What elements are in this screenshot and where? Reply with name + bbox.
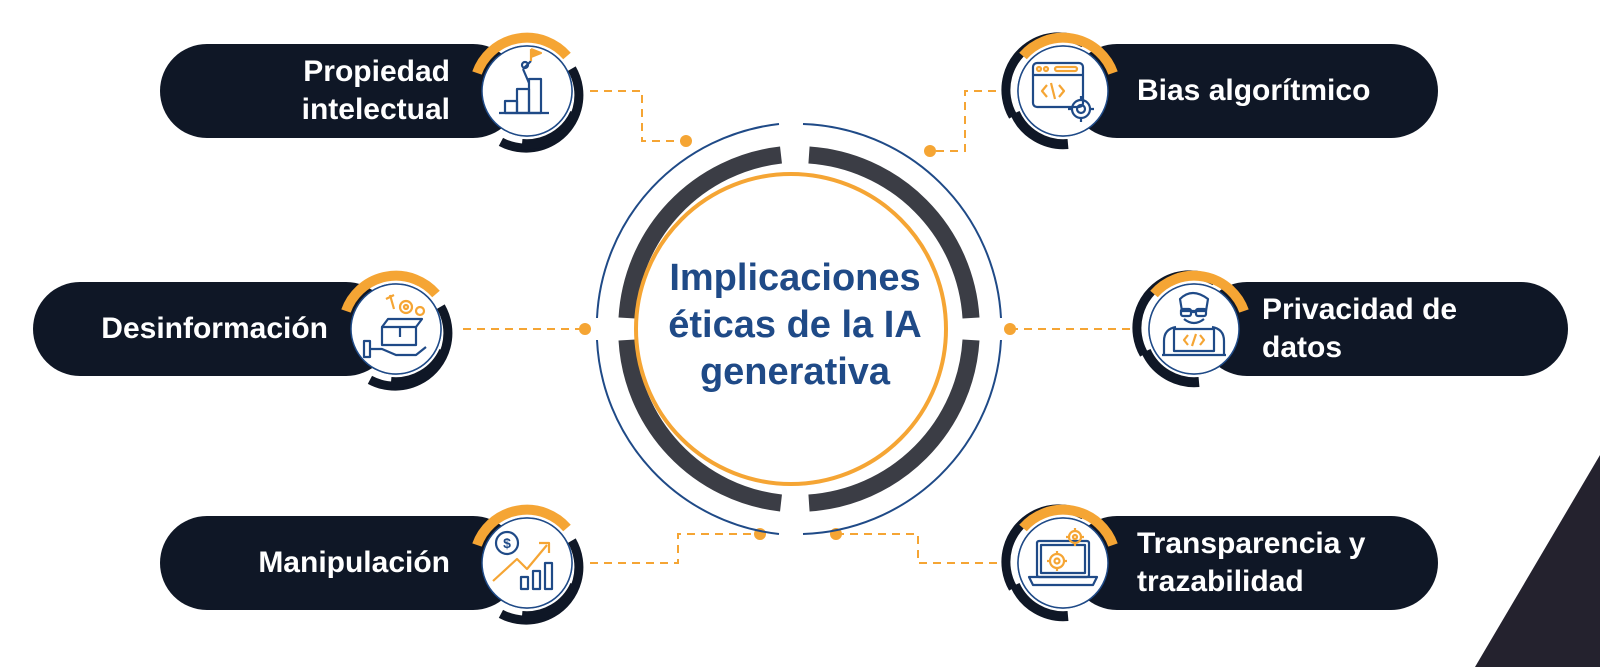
item-bias-pill: Bias algorítmico <box>1070 44 1438 138</box>
item-privacidad-line-2: datos <box>1262 331 1343 364</box>
connector-transparencia <box>836 533 1010 564</box>
center-title-line-3: generativa <box>699 351 891 393</box>
item-transparencia-pill: Transparencia y trazabilidad <box>1070 516 1438 610</box>
corner-decoration <box>1475 455 1600 667</box>
item-transparencia-line-1: Transparencia y <box>1137 527 1366 560</box>
center-title-line-1: Implicaciones <box>669 257 921 299</box>
item-privacidad-line-1: Privacidad de <box>1262 293 1458 326</box>
connector-propiedad <box>590 90 686 142</box>
connector-lines <box>463 90 1135 564</box>
item-desinformacion-pill: Desinformación <box>33 282 393 376</box>
item-bias-label: Bias algorítmico <box>1137 72 1370 110</box>
item-desinformacion-line-1: Desinformación <box>101 312 328 345</box>
center-title: Implicaciones éticas de la IA generativa <box>640 255 950 396</box>
connector-bias <box>930 90 1010 152</box>
item-manipulacion-line-1: Manipulación <box>258 546 450 579</box>
item-manipulacion-label: Manipulación <box>160 544 450 582</box>
item-propiedad-pill: Propiedad intelectual <box>160 44 520 138</box>
item-transparencia-label: Transparencia y trazabilidad <box>1137 525 1365 601</box>
item-propiedad-label: Propiedad intelectual <box>160 53 450 129</box>
item-transparencia-line-2: trazabilidad <box>1137 565 1304 598</box>
item-propiedad-line-1: Propiedad <box>303 55 450 88</box>
center-title-line-2: éticas de la IA <box>668 304 922 346</box>
item-privacidad-label: Privacidad de datos <box>1262 291 1457 367</box>
item-manipulacion-pill: Manipulación <box>160 516 520 610</box>
item-bias-line-1: Bias algorítmico <box>1137 74 1371 107</box>
item-propiedad-line-2: intelectual <box>301 93 450 126</box>
item-privacidad-pill: Privacidad de datos <box>1200 282 1568 376</box>
item-desinformacion-label: Desinformación <box>33 310 328 348</box>
connector-manipulacion <box>590 533 760 564</box>
central-ring <box>596 123 1002 535</box>
